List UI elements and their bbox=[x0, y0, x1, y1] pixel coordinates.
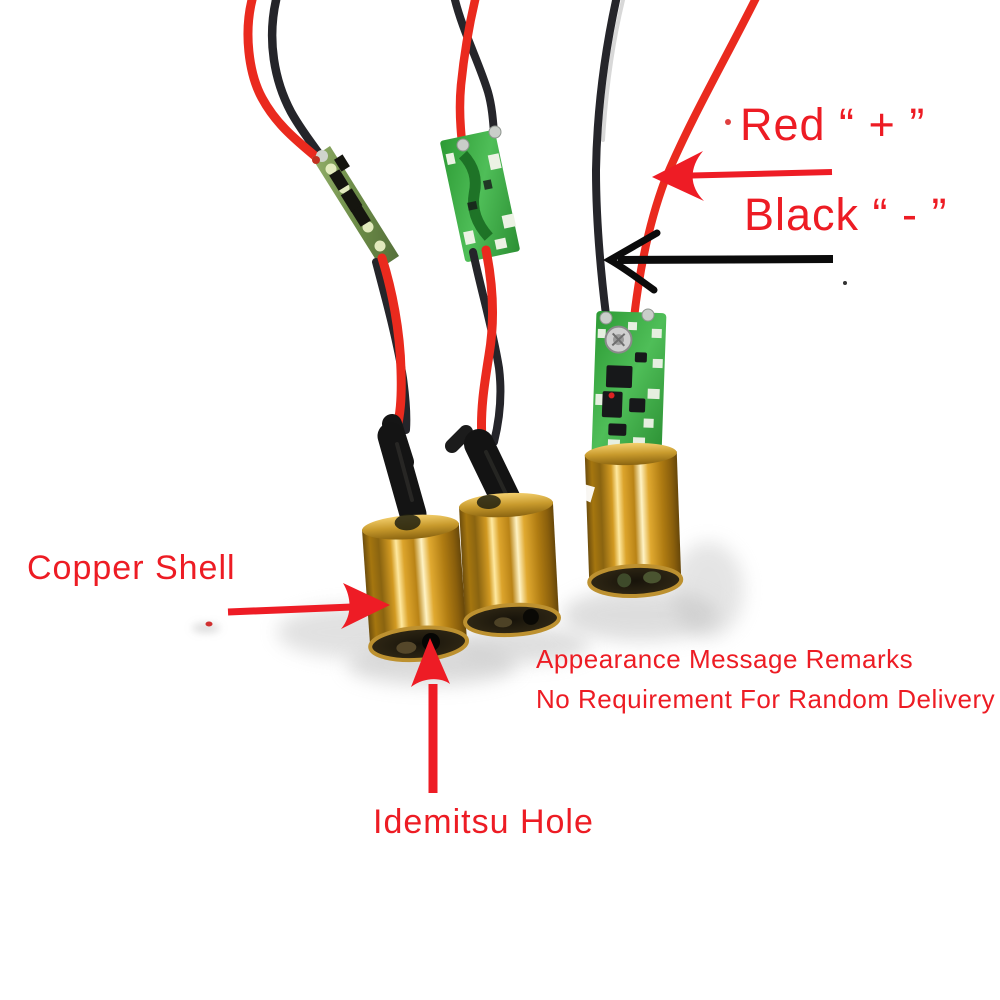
idemitsu-hole-label: Idemitsu Hole bbox=[373, 803, 594, 841]
photo-specks bbox=[205, 119, 847, 627]
module-1-wires-bottom bbox=[372, 253, 411, 437]
copper-shell-label: Copper Shell bbox=[27, 549, 236, 587]
remark-line-1: Appearance Message Remarks bbox=[536, 644, 914, 674]
module-3-pcb bbox=[591, 310, 667, 460]
module-1-pcb bbox=[312, 146, 399, 268]
red-plus-label: Red “ + ” bbox=[740, 99, 926, 150]
module-2-pcb bbox=[440, 130, 520, 262]
module-3-pcb-solder bbox=[599, 308, 655, 325]
red-plus-arrow bbox=[652, 151, 833, 201]
module-1-wires-top bbox=[243, 0, 327, 163]
module-2-pcb-solder bbox=[456, 125, 502, 152]
copper-shell-2 bbox=[459, 492, 561, 638]
remark-line-2: No Requirement For Random Delivery bbox=[536, 684, 996, 714]
module-2-wires-bottom bbox=[469, 245, 505, 446]
module-2-wires-top bbox=[450, 0, 498, 147]
black-minus-arrow bbox=[602, 229, 834, 294]
idemitsu-hole-arrow bbox=[411, 638, 450, 793]
black-minus-label: Black “ - ” bbox=[744, 189, 948, 240]
copper-shell-1 bbox=[362, 514, 470, 663]
module-2-heatshrink bbox=[445, 425, 523, 519]
copper-shell-arrow bbox=[227, 583, 390, 629]
module-1-heatshrink bbox=[377, 414, 427, 528]
copper-shell-3 bbox=[576, 442, 684, 599]
